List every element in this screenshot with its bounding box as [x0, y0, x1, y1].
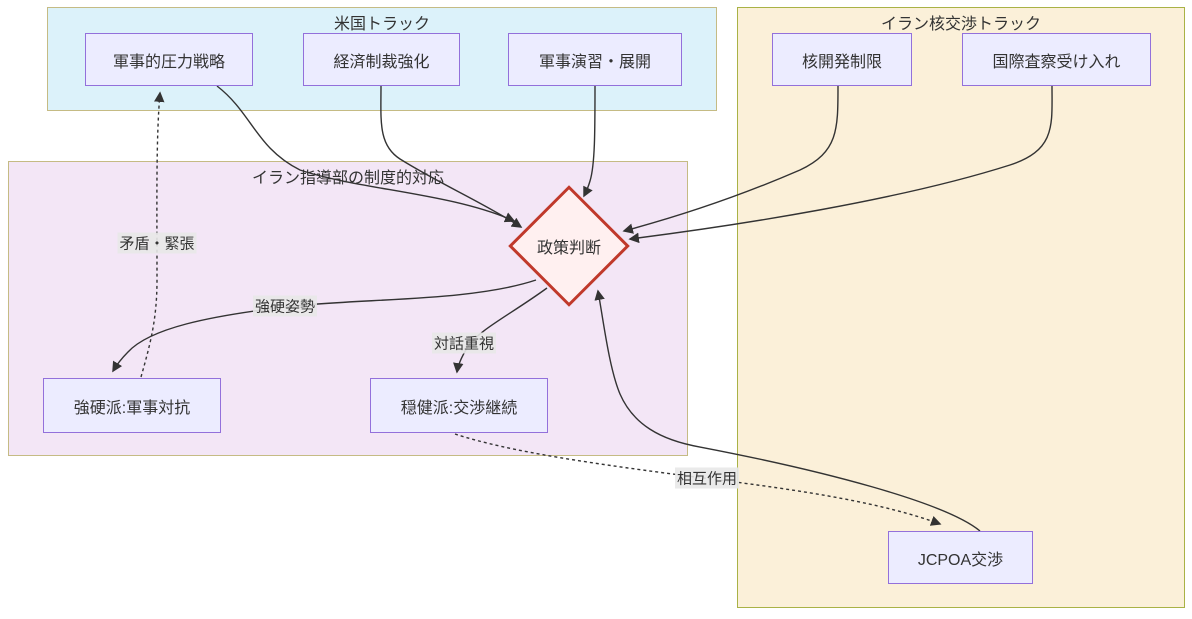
edge-label-interaction: 相互作用	[674, 467, 740, 489]
edge-decision-to-hardline	[112, 279, 537, 373]
node-decision-label: 政策判断	[536, 239, 602, 257]
edge-inspection-to-decision	[628, 85, 1053, 244]
node-jcpoa: JCPOA交渉	[888, 531, 1033, 584]
edge-econ-sanction-to-decision	[380, 85, 523, 228]
edge-label-contradiction: 矛盾・緊張	[117, 232, 197, 254]
node-mil-pressure: 軍事的圧力戦略	[85, 33, 253, 86]
edge-nuc-limit-to-decision	[622, 85, 839, 234]
us-track-title: 米国トラック	[333, 16, 430, 33]
edge-mil-exercise-to-decision	[583, 85, 596, 198]
container-iran-nuclear-track	[737, 7, 1185, 608]
edge-mil-pressure-to-decision	[216, 85, 516, 223]
edge-label-dialogue: 対話重視	[431, 332, 497, 354]
edge-decision-to-moderate	[453, 287, 548, 374]
edge-jcpoa-to-decision	[594, 289, 981, 532]
iran-nuclear-track-title: イラン核交渉トラック	[880, 16, 1041, 33]
node-econ-sanction: 経済制裁強化	[303, 33, 460, 86]
node-hardline: 強硬派:軍事対抗	[43, 378, 221, 433]
iran-leadership-title: イラン指導部の制度的対応	[251, 170, 444, 187]
node-mil-exercise: 軍事演習・展開	[508, 33, 682, 86]
node-moderate: 穏健派:交渉継続	[370, 378, 548, 433]
edge-label-hardline-stance: 強硬姿勢	[252, 295, 318, 317]
node-inspection: 国際査察受け入れ	[962, 33, 1151, 86]
edge-hardline-to-mil-pressure	[140, 91, 165, 378]
node-nuc-limit: 核開発制限	[772, 33, 912, 86]
